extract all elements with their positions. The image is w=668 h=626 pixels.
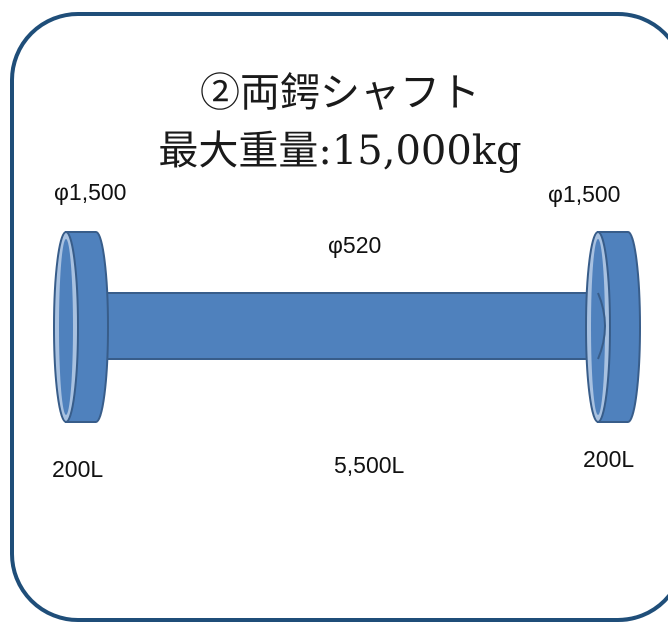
- shaft-length-label: 5,500L: [334, 452, 405, 478]
- diagram-title: ②両鍔シャフト: [200, 70, 480, 116]
- max-weight-label: 最大重量:15,000kg: [158, 128, 522, 174]
- right-flange-diameter-label: φ1,500: [548, 181, 621, 207]
- left-flange: [53, 231, 109, 423]
- right-flange: [585, 231, 641, 423]
- shaft-body: [95, 292, 609, 360]
- left-flange-diameter-label: φ1,500: [54, 179, 127, 205]
- right-flange-length-label: 200L: [583, 446, 635, 472]
- left-flange-length-label: 200L: [52, 456, 104, 482]
- shaft-diameter-label: φ520: [328, 232, 382, 258]
